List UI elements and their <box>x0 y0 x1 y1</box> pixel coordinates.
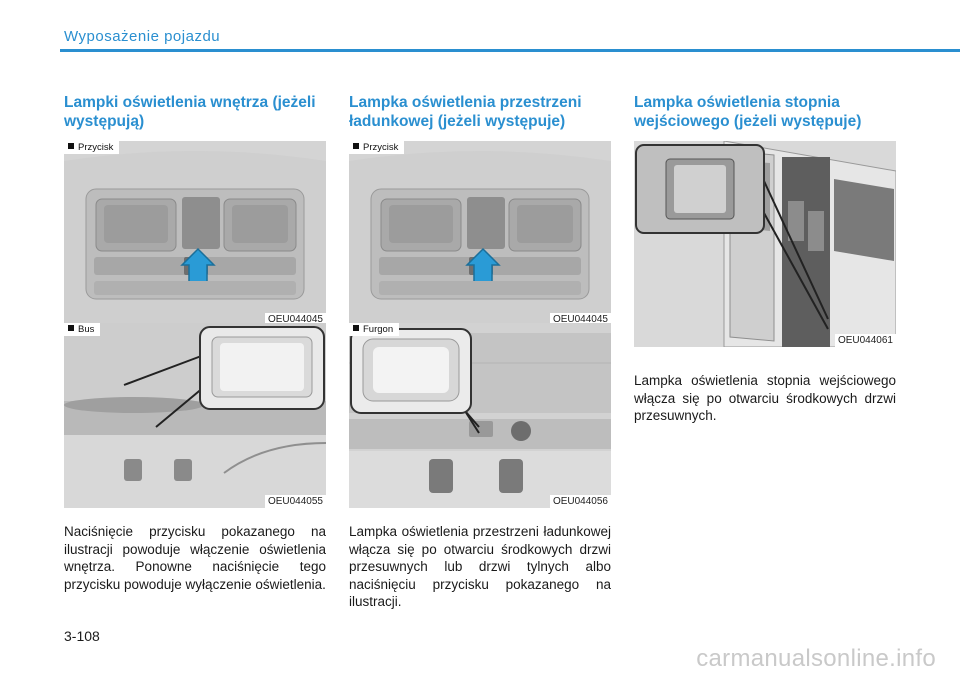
figure-tag: Przycisk <box>64 141 120 154</box>
figure-bus-lamp: Bus OEU044055 <box>64 323 326 508</box>
column-body-text: Naciśnięcie przycisku pokazanego na ilus… <box>64 524 326 592</box>
column-step-lamp: Lampka oświetlenia stopnia wejściowego (… <box>634 93 896 131</box>
figure-tag: Bus <box>64 323 101 336</box>
bus-interior-illustration <box>64 323 326 508</box>
figure-code: OEU044056 <box>549 495 611 508</box>
overhead-console-illustration <box>349 141 611 326</box>
column-title: Lampka oświetlenia przestrzeni ładunkowe… <box>349 94 582 130</box>
figure-van-lamp: Furgon OEU044056 <box>349 323 611 508</box>
figure-code: OEU044061 <box>834 334 896 347</box>
figure-console-button: Przycisk OEU044045 <box>64 141 326 326</box>
column-cargo-lamp: Lampka oświetlenia przestrzeni ładunkowe… <box>349 93 611 131</box>
column-body-text: Lampka oświetlenia przestrzeni ładunkowe… <box>349 524 611 609</box>
section-rule <box>60 49 960 52</box>
figure-code: OEU044045 <box>264 313 326 326</box>
column-body-text: Lampka oświetlenia stopnia wejściowego w… <box>634 373 896 423</box>
figure-code: OEU044045 <box>549 313 611 326</box>
square-bullet-icon <box>353 143 359 149</box>
figure-step-lamp: OEU044061 <box>634 141 896 347</box>
square-bullet-icon <box>68 325 74 331</box>
figure-code: OEU044055 <box>264 495 326 508</box>
column-title: Lampka oświetlenia stopnia wejściowego (… <box>634 94 862 130</box>
sliding-door-illustration <box>634 141 896 347</box>
column-interior-lamps: Lampki oświetlenia wnętrza (jeżeli wystę… <box>64 93 326 131</box>
column-title: Lampki oświetlenia wnętrza (jeżeli wystę… <box>64 94 316 130</box>
square-bullet-icon <box>68 143 74 149</box>
figure-tag: Furgon <box>349 323 400 336</box>
overhead-console-illustration <box>64 141 326 326</box>
page-number: 3-108 <box>64 628 100 644</box>
section-title: Wyposażenie pojazdu <box>64 28 221 45</box>
van-cargo-illustration <box>349 323 611 508</box>
square-bullet-icon <box>353 325 359 331</box>
figure-console-button: Przycisk OEU044045 <box>349 141 611 326</box>
watermark: carmanualsonline.info <box>696 645 936 672</box>
figure-tag: Przycisk <box>349 141 405 154</box>
